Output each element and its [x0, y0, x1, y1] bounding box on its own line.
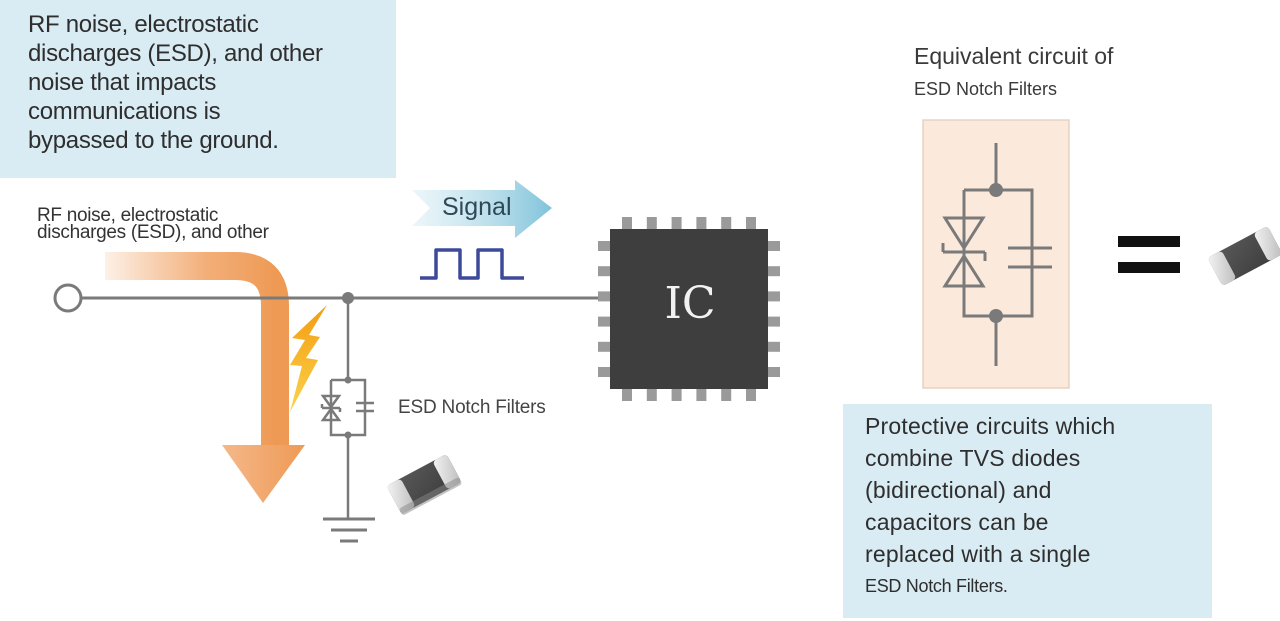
ic-pin	[646, 217, 657, 229]
ic-pin	[768, 266, 780, 277]
label-line: discharges (ESD), and other	[37, 222, 269, 243]
equivalent-subtitle-line: ESD Notch Filters	[914, 79, 1058, 99]
note-line: replaced with a single	[865, 541, 1091, 567]
lightning-bolt-icon	[290, 305, 327, 412]
esd-filter-branch	[320, 298, 375, 543]
ic-pin	[671, 217, 682, 229]
ic-chip-icon	[598, 217, 780, 401]
ic-pin	[746, 217, 756, 229]
junction-dot	[344, 431, 352, 439]
ic-pin	[768, 291, 780, 302]
note-line: capacitors can be	[865, 509, 1049, 535]
equivalent-circuit	[941, 143, 1052, 366]
junction-dot	[989, 309, 1003, 323]
note-line: (bidirectional) and	[865, 477, 1052, 503]
input-terminal-icon	[53, 283, 83, 313]
noise-bypass-note: RF noise, electrostatic discharges (ESD)…	[0, 0, 396, 178]
ic-pin	[671, 389, 682, 401]
ic-pin	[598, 316, 610, 327]
ic-pin	[696, 217, 707, 229]
square-pulse-icon	[420, 248, 524, 280]
ic-pin	[598, 367, 610, 377]
ic-pin	[768, 341, 780, 352]
signal-label: Signal	[442, 193, 512, 221]
ic-pin	[598, 241, 610, 251]
note-line: discharges (ESD), and other	[28, 40, 323, 67]
equivalent-title-line: Equivalent circuit of	[914, 43, 1114, 69]
note-line: bypassed to the ground.	[28, 127, 279, 154]
ic-pin	[622, 217, 632, 229]
equivalent-circuit-title: Equivalent circuit of ESD Notch Filters	[914, 40, 1113, 106]
note-line: Protective circuits which	[865, 413, 1116, 439]
note-line: RF noise, electrostatic	[28, 11, 259, 38]
signal-direction-arrow	[412, 180, 552, 238]
junction-dot	[989, 183, 1003, 197]
ic-body	[610, 229, 768, 389]
ic-pin	[696, 389, 707, 401]
note-line: communications is	[28, 98, 221, 125]
ic-pin	[721, 217, 732, 229]
ic-pin	[768, 316, 780, 327]
label-line: RF noise, electrostatic	[37, 205, 219, 226]
chip-component-icon	[387, 455, 462, 515]
rf-noise-label: RF noise, electrostatic discharges (ESD)…	[37, 205, 269, 243]
ic-pin	[768, 367, 780, 377]
ic-pin	[768, 241, 780, 251]
ic-pin	[721, 389, 732, 401]
note-line: combine TVS diodes	[865, 445, 1081, 471]
ic-pin	[646, 389, 657, 401]
replacement-note: Protective circuits which combine TVS di…	[843, 404, 1212, 618]
noise-path-arrow	[105, 252, 305, 503]
chip-component-icon	[1208, 227, 1280, 285]
ic-pin	[598, 266, 610, 277]
ic-pin	[746, 389, 756, 401]
note-line: noise that impacts	[28, 69, 217, 96]
ic-pin	[622, 389, 632, 401]
note-line: ESD Notch Filters.	[865, 576, 1008, 596]
esd-notch-filters-label: ESD Notch Filters	[398, 397, 546, 418]
ic-label: IC	[664, 278, 716, 329]
ic-pin	[598, 291, 610, 302]
equals-icon	[1118, 236, 1180, 273]
ic-pin	[598, 341, 610, 352]
junction-dot	[344, 376, 352, 384]
